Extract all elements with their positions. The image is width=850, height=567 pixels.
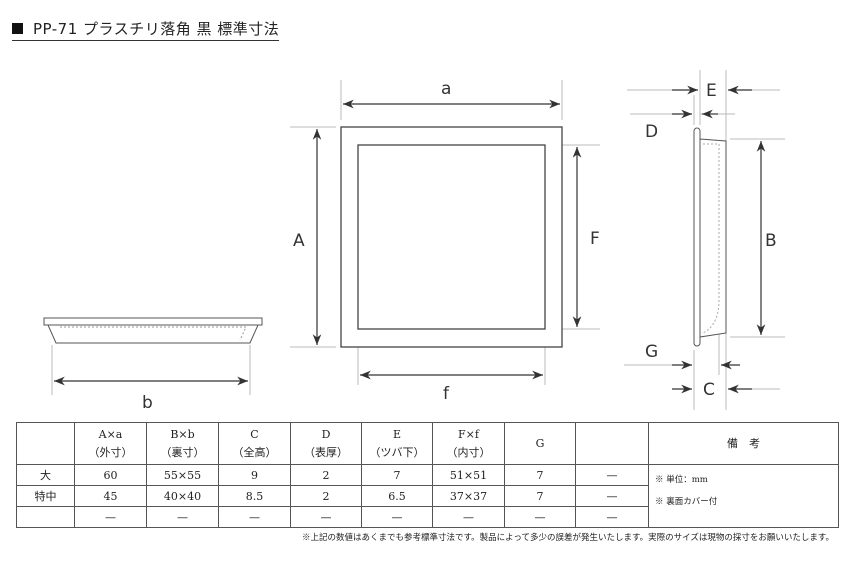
cell: 2 bbox=[290, 485, 362, 507]
label-E: E bbox=[706, 81, 717, 101]
cell: 大 bbox=[16, 464, 75, 486]
cell: — bbox=[218, 506, 291, 528]
header-cell: G bbox=[504, 422, 576, 465]
cell: 9 bbox=[218, 464, 291, 486]
label-B: B bbox=[765, 231, 777, 251]
cell: 8.5 bbox=[218, 485, 291, 507]
title-text: PP-71 プラスチリ落角 黒 標準寸法 bbox=[33, 20, 280, 38]
header-cell: B×b（裏寸） bbox=[146, 422, 219, 465]
cell: 特中 bbox=[16, 485, 75, 507]
cell: 7 bbox=[361, 464, 433, 486]
header-cell: C（全高） bbox=[218, 422, 291, 465]
cell: — bbox=[432, 506, 505, 528]
cell bbox=[16, 506, 75, 528]
header-cell: D（表厚） bbox=[290, 422, 362, 465]
cell: 37×37 bbox=[432, 485, 505, 507]
header-cell bbox=[16, 422, 75, 465]
cell: — bbox=[504, 506, 576, 528]
dimension-arrows bbox=[54, 85, 766, 394]
disclaimer-note: ※上記の数値はあくまでも参考標準寸法です。製品によって多少の誤差が発生いたします… bbox=[301, 533, 834, 543]
header-cell: A×a（外寸） bbox=[74, 422, 147, 465]
spec-table: A×a（外寸） B×b（裏寸） C（全高） D（表厚） E（ツバ下） F×f（内… bbox=[16, 422, 839, 528]
label-f: f bbox=[443, 384, 450, 404]
cell: 7 bbox=[504, 464, 576, 486]
front-view bbox=[340, 126, 563, 348]
cell: — bbox=[290, 506, 362, 528]
table-header-row: A×a（外寸） B×b（裏寸） C（全高） D（表厚） E（ツバ下） F×f（内… bbox=[16, 422, 839, 465]
cell: 55×55 bbox=[146, 464, 219, 486]
cell: 45 bbox=[74, 485, 147, 507]
cell: — bbox=[575, 506, 649, 528]
cell: 2 bbox=[290, 464, 362, 486]
cell: — bbox=[146, 506, 219, 528]
dimension-drawing: a A F f b E D B G C bbox=[43, 70, 785, 413]
remark: ※ 裏面カバー付 bbox=[655, 497, 718, 507]
table-row: ———————— bbox=[16, 506, 839, 528]
bullet-square-icon bbox=[12, 23, 23, 34]
label-a: a bbox=[441, 79, 451, 99]
cell: — bbox=[575, 464, 649, 486]
label-D: D bbox=[645, 122, 658, 142]
remarks-cell: ※ 単位：mm ※ 裏面カバー付 bbox=[648, 464, 839, 528]
label-A: A bbox=[293, 231, 305, 251]
side-view bbox=[693, 127, 727, 347]
cell: 40×40 bbox=[146, 485, 219, 507]
cell: — bbox=[361, 506, 433, 528]
page-title: PP-71 プラスチリ落角 黒 標準寸法 bbox=[12, 18, 280, 41]
label-G: G bbox=[645, 342, 658, 362]
bottom-view bbox=[43, 317, 263, 344]
cell: 6.5 bbox=[361, 485, 433, 507]
cell: 60 bbox=[74, 464, 147, 486]
remarks-header: 備 考 bbox=[648, 422, 839, 465]
cell: — bbox=[74, 506, 147, 528]
label-F: F bbox=[590, 229, 600, 249]
cell: 51×51 bbox=[432, 464, 505, 486]
header-cell: E（ツバ下） bbox=[361, 422, 433, 465]
label-C: C bbox=[703, 380, 715, 400]
header-cell: F×f（内寸） bbox=[432, 422, 505, 465]
header-cell bbox=[575, 422, 649, 465]
cell: 7 bbox=[504, 485, 576, 507]
remark: ※ 単位：mm bbox=[655, 475, 708, 485]
label-b: b bbox=[142, 393, 153, 413]
cell: — bbox=[575, 485, 649, 507]
